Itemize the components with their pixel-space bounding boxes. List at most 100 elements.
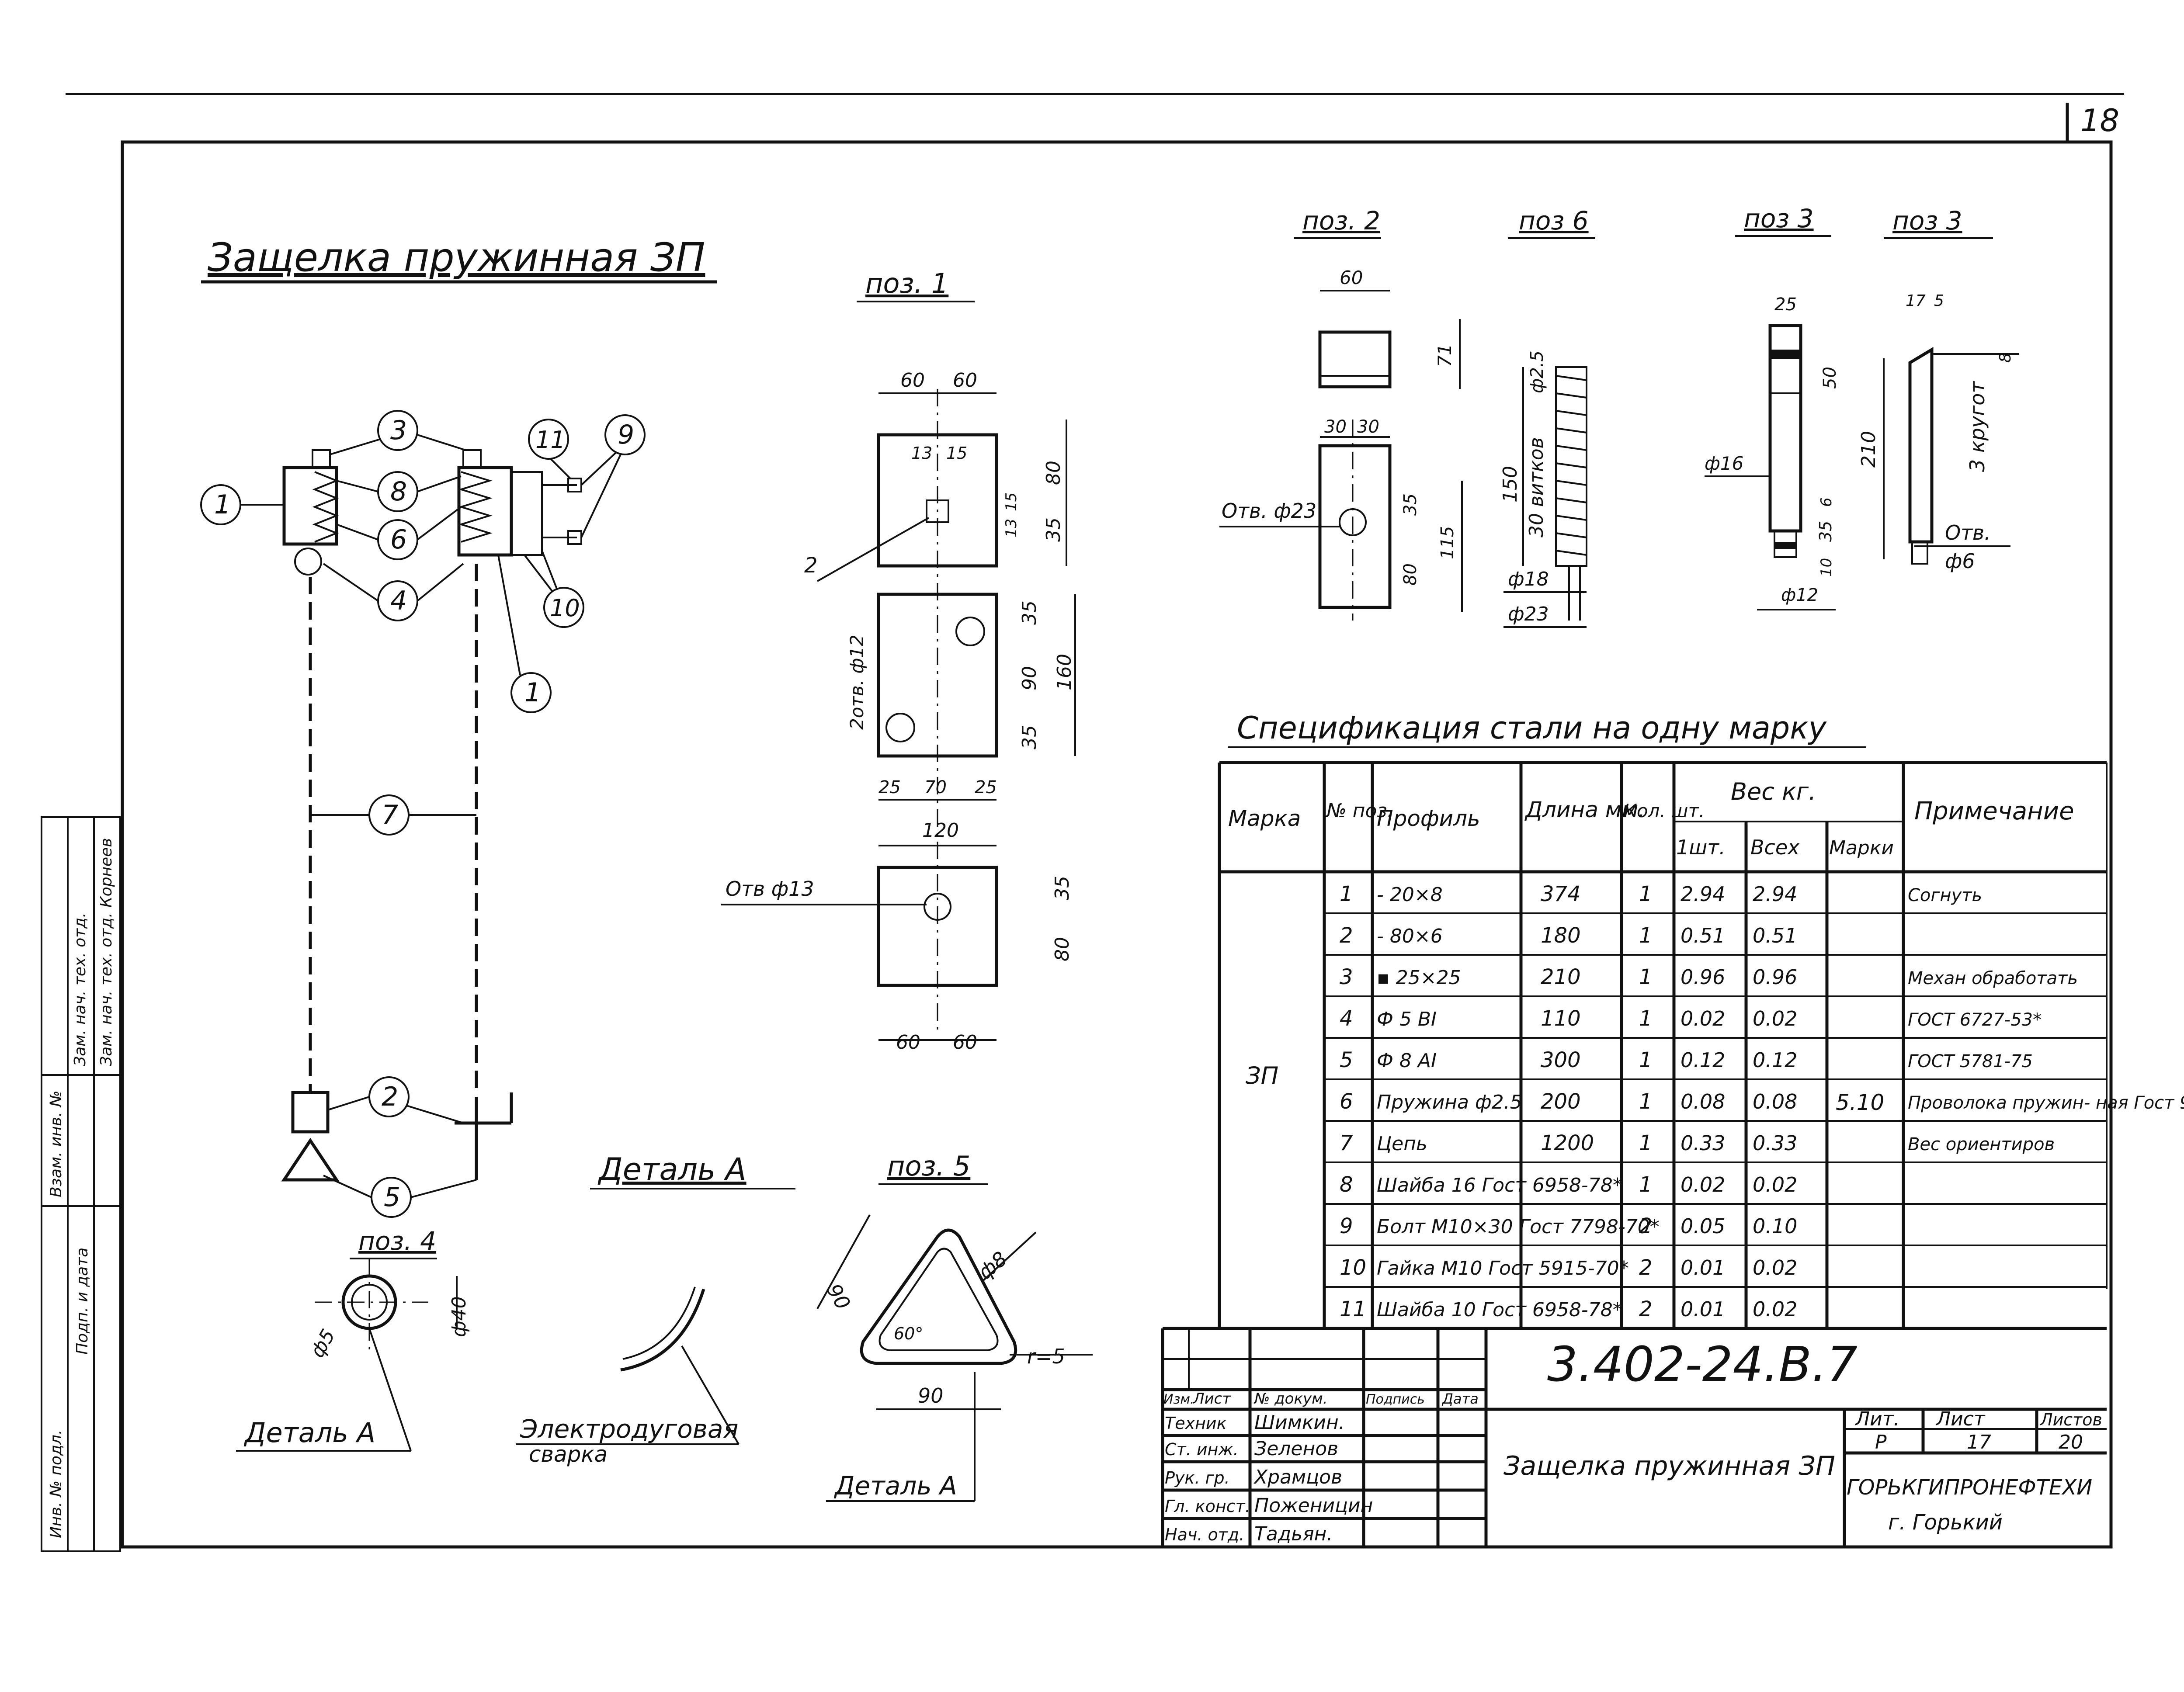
tb-person-role: Ст. инж. — [1165, 1440, 1239, 1459]
spec-h-wall: Всех — [1750, 836, 1800, 859]
spec-cell-w1: 0.02 — [1681, 1007, 1725, 1030]
spec-cell-profile: Шайба 10 Гост 6958-78* — [1377, 1299, 1622, 1321]
callout-9: 9 — [618, 420, 634, 450]
spec-cell-w1: 0.96 — [1681, 965, 1725, 989]
pos2-dim-30b: 30 — [1357, 417, 1379, 437]
callout-2: 2 — [382, 1082, 398, 1112]
spec-cell-length: 180 — [1541, 923, 1581, 948]
stamp-line-4: Подп. и дата — [73, 1248, 91, 1355]
spec-cell-qty: 1 — [1639, 1006, 1653, 1031]
pos3a-dim-10: 10 — [1818, 558, 1835, 577]
spec-cell-profile: - 20×8 — [1377, 884, 1443, 906]
pos3b-dim-8: 8 — [1997, 353, 2014, 363]
spec-cell-qty: 2 — [1639, 1214, 1653, 1238]
pos4-caption: Деталь А — [243, 1417, 375, 1449]
spec-h-w1: 1шт. — [1676, 836, 1726, 859]
spec-cell-length: 200 — [1541, 1089, 1581, 1114]
spec-cell-wall: 0.33 — [1753, 1131, 1797, 1155]
pos1-dim-35: 35 — [1042, 517, 1065, 542]
pos5-title: поз. 5 — [887, 1150, 970, 1182]
spec-cell-pos: 9 — [1340, 1214, 1353, 1238]
pos3b-dim-5: 5 — [1934, 292, 1944, 310]
pos4-view: поз. 4 ф5 ф40 Деталь А — [236, 1226, 470, 1452]
pos6-dim-wire: ф2.5 — [1527, 350, 1547, 393]
spec-cell-note: ГОСТ 5781-75 — [1908, 1051, 2033, 1071]
pos4-dim-40: ф40 — [448, 1296, 470, 1337]
spec-cell-qty: 2 — [1639, 1297, 1653, 1321]
spec-cell-profile: ▪ 25×25 — [1377, 967, 1461, 989]
spec-h-qty: Кол. шт. — [1624, 800, 1705, 822]
pos1-view: поз. 1 60 60 13 15 15 13 80 35 35 90 160… — [721, 267, 1076, 1054]
spec-cell-qty: 1 — [1639, 1131, 1653, 1155]
pos6-view: поз 6 ф2.5 150 30 витков ф18 ф23 — [1499, 206, 1595, 628]
tb-lit: Р — [1875, 1431, 1887, 1453]
pos1-dim-35d: 35 — [1051, 876, 1073, 900]
tb-person-name: Храмцов — [1253, 1466, 1342, 1488]
pos1-dim-13v: 13 — [1003, 519, 1020, 537]
pos1-dim-35c: 35 — [1018, 725, 1041, 749]
spec-cell-wall: 0.12 — [1753, 1048, 1797, 1072]
spec-cell-pos: 1 — [1340, 882, 1353, 906]
pos5-dim-90b: 90 — [918, 1384, 944, 1408]
spec-cell-w1: 0.51 — [1681, 924, 1725, 947]
tb-sheet: 17 — [1967, 1431, 1991, 1453]
spec-cell-profile: Ф 5 ВI — [1377, 1008, 1437, 1030]
spec-mark: ЗП — [1246, 1062, 1278, 1089]
spec-cell-pos: 5 — [1340, 1048, 1353, 1072]
spec-cell-wall: 0.02 — [1753, 1007, 1797, 1030]
pos1-label-holes: 2отв. ф12 — [846, 634, 868, 730]
pos3a-title: поз 3 — [1744, 204, 1814, 233]
spec-cell-pos: 11 — [1340, 1297, 1366, 1321]
spec-cell-qty: 1 — [1639, 965, 1653, 989]
spec-cell-w1: 2.94 — [1681, 882, 1725, 906]
pos6-title: поз 6 — [1519, 206, 1589, 236]
spec-cell-length: 210 — [1541, 965, 1581, 989]
pos3a-dim-210: 210 — [1858, 431, 1880, 468]
spec-h-profile: Профиль — [1377, 806, 1480, 831]
pos3b-label-round: 3 кругот — [1965, 381, 1989, 472]
sheet-frame: 18 — [66, 93, 2124, 1549]
tb-sheets-label: Листов — [2039, 1410, 2102, 1429]
spec-cell-pos: 10 — [1340, 1255, 1366, 1280]
spec-cell-wall: 2.94 — [1753, 882, 1797, 906]
pos5-dim-d8: ф8 — [973, 1247, 1011, 1284]
title-block: 3.402-24.В.7 Защелка пружинная ЗП Изм. Л… — [1161, 1327, 2107, 1547]
spec-cell-wall: 0.02 — [1753, 1256, 1797, 1279]
pos2-dim-35: 35 — [1400, 493, 1420, 516]
pos1-dim-80: 80 — [1042, 461, 1065, 485]
tb-head-0: Изм. — [1163, 1392, 1194, 1407]
spec-cell-w1: 0.08 — [1681, 1090, 1725, 1113]
callout-1a: 1 — [214, 489, 231, 520]
pos1-dim-60c: 60 — [896, 1031, 920, 1054]
pos2-title: поз. 2 — [1302, 206, 1380, 236]
pos4-title: поз. 4 — [358, 1226, 436, 1256]
left-stamp: Зам. нач. тех. отд. Корнеев Зам. нач. те… — [41, 816, 121, 1552]
callout-8: 8 — [390, 476, 407, 507]
callout-11: 11 — [535, 426, 566, 454]
pos5-dim-90a: 90 — [822, 1280, 855, 1314]
pos2-dim-115: 115 — [1437, 526, 1458, 559]
pos4-dim-5: ф5 — [306, 1325, 340, 1361]
spec-cell-wall: 0.10 — [1753, 1214, 1797, 1238]
assembly-view: 1 3 8 6 4 11 9 10 1 7 2 5 — [200, 410, 646, 1218]
pos2-dim-80: 80 — [1400, 563, 1420, 586]
spec-cell-profile: Ф 8 АI — [1377, 1050, 1437, 1072]
pos6-dim-23: ф23 — [1508, 603, 1549, 625]
pos2-hole: Отв. ф23 — [1222, 499, 1316, 523]
spec-title: Спецификация стали на одну марку — [1237, 710, 1827, 746]
stamp-line-3: Взам. инв. № — [47, 1091, 65, 1197]
spec-cell-note: Механ обработать — [1908, 968, 2078, 988]
pos3a-dim-35: 35 — [1816, 521, 1835, 542]
pos1-dim-120: 120 — [922, 819, 959, 842]
spec-cell-w1: 0.33 — [1681, 1131, 1725, 1155]
pos5-dim-r5: r=5 — [1027, 1345, 1065, 1368]
pos1-dim-80b: 80 — [1051, 937, 1073, 961]
spec-cell-qty: 1 — [1639, 1172, 1653, 1197]
tb-head-4: Дата — [1441, 1390, 1479, 1407]
tb-person-role: Гл. конст. — [1165, 1497, 1250, 1516]
pos5-dim-60deg: 60° — [894, 1324, 923, 1343]
pos3b-title: поз 3 — [1892, 206, 1962, 236]
pos1-dim-35b: 35 — [1018, 600, 1041, 625]
pos3b-label-d6: ф6 — [1945, 549, 1975, 573]
